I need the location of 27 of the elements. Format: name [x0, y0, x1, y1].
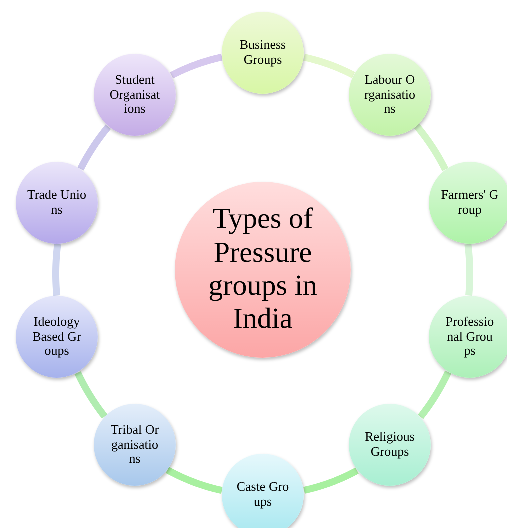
ring-connector — [302, 468, 360, 494]
category-label: Trade Unions — [27, 188, 87, 218]
category-label: Ideology Based Groups — [32, 314, 82, 360]
category-circle — [349, 404, 431, 486]
category-label: Business Groups — [238, 38, 288, 68]
category-circle — [349, 54, 431, 136]
ring-connector — [74, 370, 108, 420]
category-label: Student Organisations — [109, 72, 161, 118]
category-label: Tribal Organisations — [110, 422, 160, 468]
category-label: Farmers' Group — [440, 188, 500, 218]
category-circle — [94, 404, 176, 486]
ring-connector — [78, 124, 112, 172]
ring-connector — [464, 242, 474, 299]
ring-connector — [168, 54, 225, 79]
category-circle — [429, 162, 507, 244]
category-circle — [16, 162, 98, 244]
ring-connector — [52, 241, 62, 299]
ring-connector — [164, 467, 225, 494]
diagram-heading: Types of Pressure groups in India — [208, 203, 318, 337]
ring-connector — [414, 123, 449, 173]
category-label: Professional Groups — [444, 314, 496, 360]
category-label: Religious Groups — [364, 430, 416, 460]
category-label: Labour Organisations — [364, 72, 416, 118]
ring-connector — [418, 370, 452, 420]
ring-connector — [301, 54, 357, 79]
category-label: Caste Groups — [236, 480, 290, 510]
category-circle — [222, 454, 304, 528]
